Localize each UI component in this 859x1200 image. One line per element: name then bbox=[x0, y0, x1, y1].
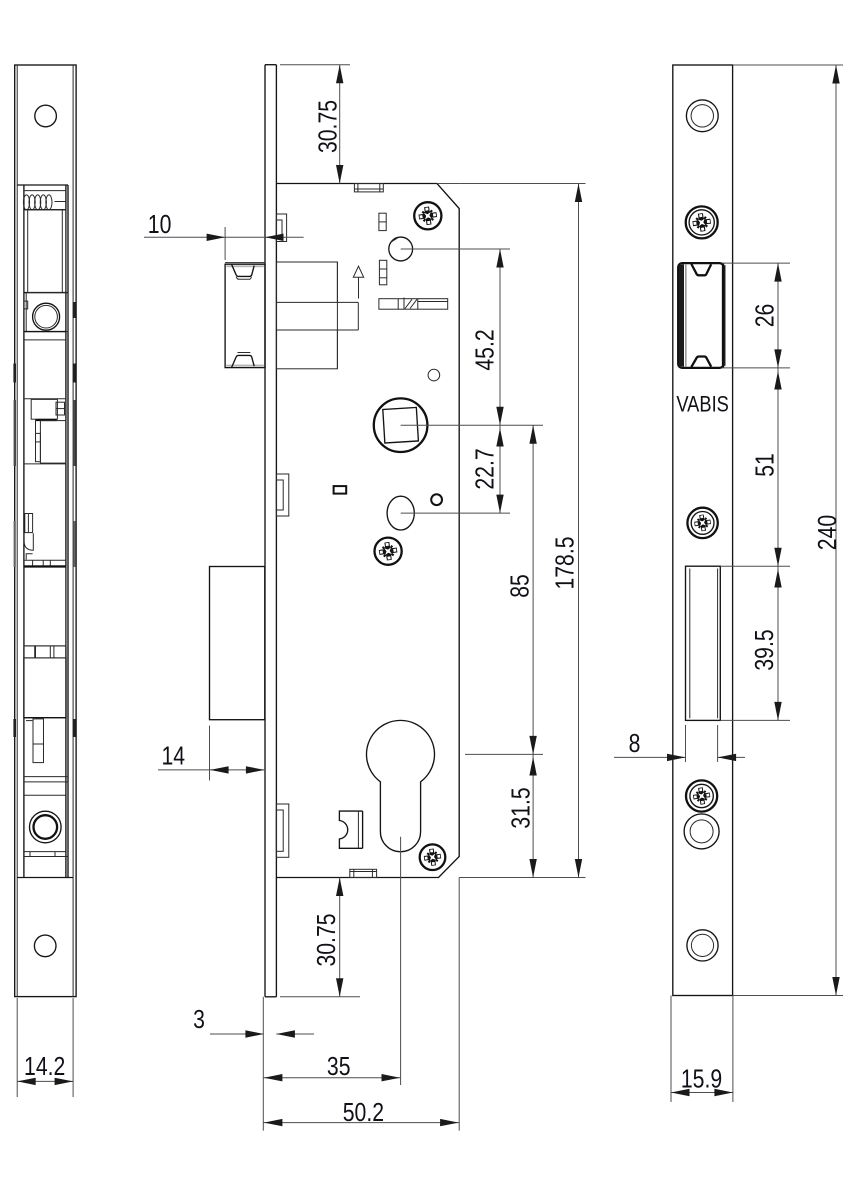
svg-text:50.2: 50.2 bbox=[343, 1097, 384, 1127]
svg-text:8: 8 bbox=[629, 728, 641, 758]
svg-text:10: 10 bbox=[148, 209, 172, 239]
svg-text:26: 26 bbox=[749, 304, 779, 328]
svg-text:VABIS: VABIS bbox=[676, 391, 729, 416]
svg-text:39.5: 39.5 bbox=[749, 629, 779, 670]
svg-text:14.2: 14.2 bbox=[24, 1051, 65, 1081]
svg-text:14: 14 bbox=[162, 741, 186, 771]
svg-text:45.2: 45.2 bbox=[469, 329, 499, 370]
svg-text:85: 85 bbox=[504, 574, 534, 598]
svg-text:30.75: 30.75 bbox=[312, 100, 342, 153]
svg-text:178.5: 178.5 bbox=[549, 536, 579, 589]
svg-text:240: 240 bbox=[812, 515, 842, 550]
svg-text:15.9: 15.9 bbox=[681, 1063, 722, 1093]
svg-text:31.5: 31.5 bbox=[505, 787, 535, 828]
svg-text:3: 3 bbox=[193, 1004, 205, 1034]
svg-text:22.7: 22.7 bbox=[469, 448, 499, 489]
svg-text:51: 51 bbox=[749, 453, 779, 477]
svg-text:35: 35 bbox=[327, 1051, 351, 1081]
svg-text:30.75: 30.75 bbox=[311, 913, 341, 966]
